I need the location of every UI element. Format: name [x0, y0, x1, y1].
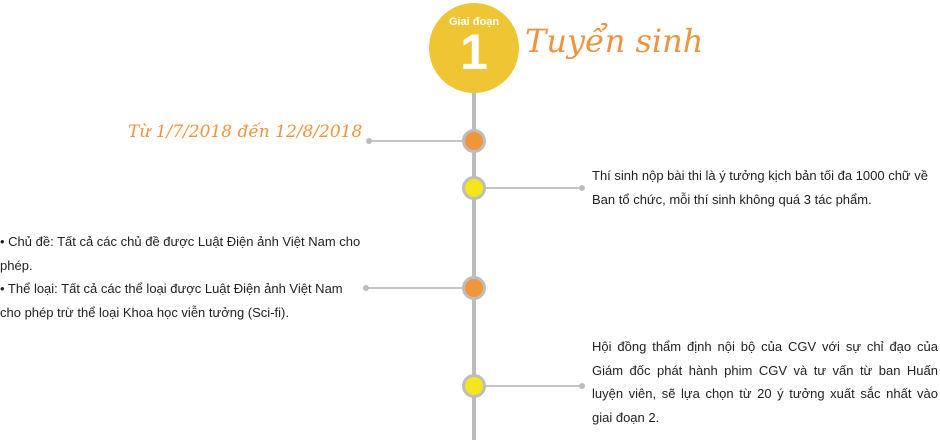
bullet-item: • Chủ đề: Tất cả các chủ đề được Luật Đi…	[0, 234, 361, 273]
connector	[478, 385, 582, 387]
stage-badge: Giai đoạn 1	[429, 3, 519, 93]
stage-number: 1	[460, 24, 488, 80]
connector-dot	[579, 383, 585, 389]
item-text: Thí sinh nộp bài thi là ý tưởng kịch bản…	[592, 168, 928, 207]
stage-title: Tuyển sinh	[525, 22, 704, 60]
timeline-line	[472, 80, 476, 440]
timeline-node	[462, 374, 486, 398]
date-range: Từ 1/7/2018 đến 12/8/2018	[128, 122, 363, 142]
timeline-node	[462, 176, 486, 200]
bullet-list: • Chủ đề: Tất cả các chủ đề được Luật Đi…	[0, 230, 362, 324]
connector-dot	[366, 138, 372, 144]
connector	[478, 187, 582, 189]
item-text: Hội đồng thẩm định nội bộ của CGV với sự…	[592, 339, 938, 425]
bullet-item: • Thể loại: Tất cả các thể loại được Luậ…	[0, 281, 343, 320]
connector-dot	[363, 285, 369, 291]
connector	[370, 140, 470, 142]
timeline-node	[462, 276, 486, 300]
stage-label: Giai đoạn	[448, 16, 500, 28]
timeline-node	[462, 129, 486, 153]
connector	[368, 287, 468, 289]
connector-dot	[579, 185, 585, 191]
